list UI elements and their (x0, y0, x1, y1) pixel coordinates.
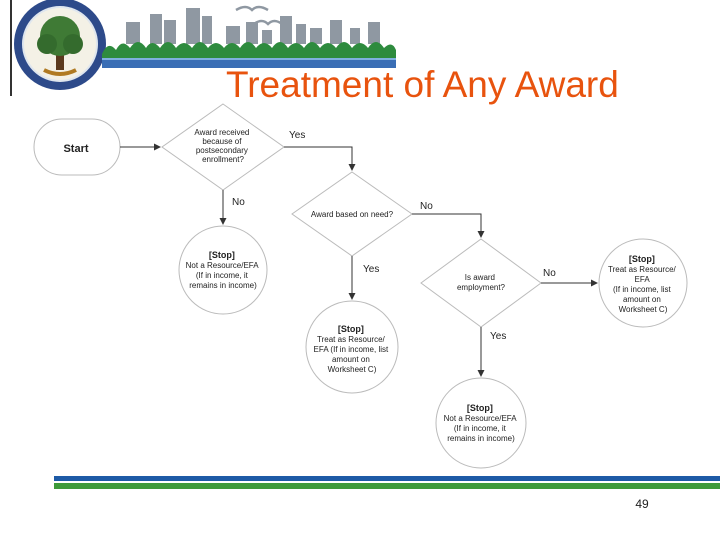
footer-stripe (54, 476, 720, 489)
stop2-line: amount on (332, 355, 370, 364)
svg-text:[Stop] Not a Resource/EF: [Stop] Not a Resource/EFA (If in income,… (186, 250, 261, 290)
connectors (120, 143, 598, 377)
stop4-line: [Stop] (467, 403, 493, 413)
decision-postsecondary-enrollment: Award received because of postsecondary … (161, 103, 285, 191)
stop4-line: remains in income) (447, 434, 515, 443)
stop1-line: (If in income, it (196, 271, 249, 280)
stop1-line: Not a Resource/EFA (186, 261, 260, 270)
water-band (102, 58, 396, 68)
page-number: 49 (635, 497, 649, 511)
svg-text:Is award employment?: Is award employment? (457, 273, 506, 292)
stop1-line: [Stop] (209, 250, 235, 260)
stop2-line: Treat as Resource/ (317, 335, 386, 344)
d1-line: postsecondary (196, 146, 248, 155)
stop-treat-as-resource-1: [Stop] Treat as Resource/ EFA (If in inc… (305, 300, 399, 394)
svg-text:Award received because o: Award received because of postsecondary … (194, 128, 251, 164)
birds-icon (235, 5, 283, 26)
svg-text:[Stop] Treat as Resource: [Stop] Treat as Resource/ EFA (If in inc… (314, 324, 391, 374)
arrow-d1-yes (284, 146, 356, 171)
stop2-line: Worksheet C) (328, 365, 377, 374)
d1-line: because of (202, 137, 242, 146)
edge-label-d1-no: No (232, 197, 245, 208)
start-node: Start (33, 118, 121, 176)
stop-treat-as-resource-2: [Stop] Treat as Resource/ EFA (If in inc… (598, 238, 688, 328)
city-skyline (126, 8, 380, 44)
stop-not-resource-1: [Stop] Not a Resource/EFA (If in income,… (178, 225, 268, 315)
svg-text:[Stop] Treat as Resource: [Stop] Treat as Resource/ EFA (If in inc… (608, 254, 678, 314)
header-artwork (10, 0, 396, 96)
stop3-line: Worksheet C) (619, 305, 668, 314)
decision-need-based: Award based on need? (291, 171, 413, 257)
stop2-line: EFA (If in income, list (314, 345, 389, 354)
edge-label-d3-no: No (543, 268, 556, 279)
d3-line: employment? (457, 283, 506, 292)
arrow-d2-no (412, 213, 485, 238)
stop3-line: EFA (635, 275, 651, 284)
edge-label-d2-yes: Yes (363, 264, 379, 275)
department-seal (10, 0, 106, 96)
stop3-line: amount on (623, 295, 661, 304)
d3-line: Is award (465, 273, 495, 282)
d2-line: Award based on need? (311, 210, 394, 219)
stop1-line: remains in income) (189, 281, 257, 290)
d1-line: Award received (194, 128, 249, 137)
d1-line: enrollment? (202, 155, 244, 164)
page-title: Treatment of Any Award (226, 64, 619, 105)
start-label: Start (63, 143, 88, 155)
stop3-line: (If in income, list (613, 285, 672, 294)
stop2-line: [Stop] (338, 324, 364, 334)
edge-label-d2-no: No (420, 201, 433, 212)
stop3-line: [Stop] (629, 254, 655, 264)
svg-text:[Stop] Not a Resource/EF: [Stop] Not a Resource/EFA (If in income,… (444, 403, 519, 443)
stop3-line: Treat as Resource/ (608, 265, 677, 274)
stop4-line: Not a Resource/EFA (444, 414, 518, 423)
decision-employment: Is award employment? (420, 238, 542, 328)
edge-label-d1-yes: Yes (289, 130, 305, 141)
stop-not-resource-2: [Stop] Not a Resource/EFA (If in income,… (435, 377, 527, 469)
tree-line (102, 42, 396, 58)
stop4-line: (If in income, it (454, 424, 507, 433)
edge-label-d3-yes: Yes (490, 331, 506, 342)
